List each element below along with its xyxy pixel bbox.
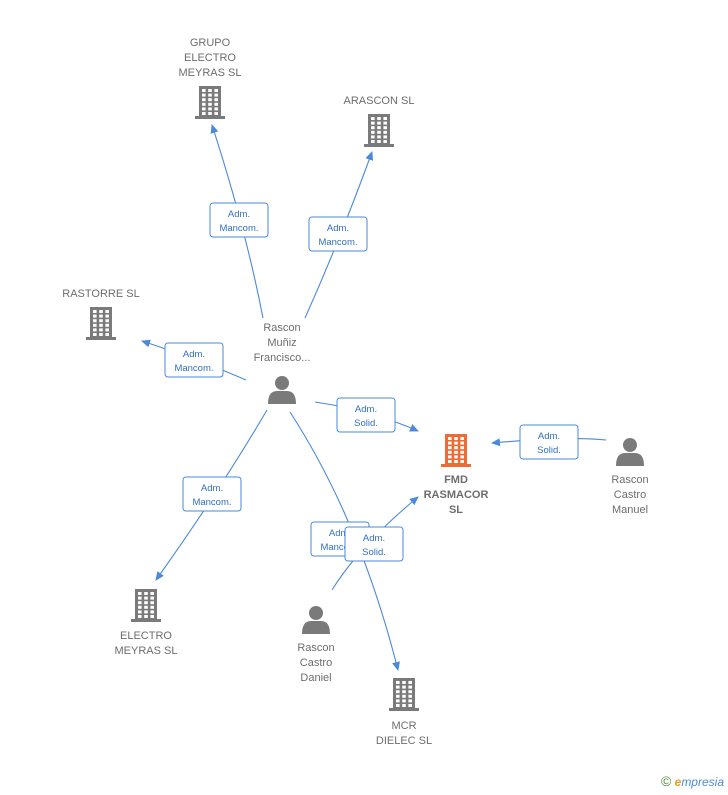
node-label: FMD [444, 474, 468, 486]
edge-label-text: Mancom. [192, 497, 231, 508]
node-label: Manuel [612, 504, 648, 516]
node-grupo[interactable]: GRUPO ELECTRO MEYRAS SL [179, 37, 242, 119]
edge-label-text: Adm. [538, 431, 560, 442]
edge-label-text: Mancom. [174, 363, 213, 374]
edge-label-text: Mancom. [318, 237, 357, 248]
node-fmd[interactable]: FMD RASMACOR SL [424, 434, 489, 516]
node-label: RASMACOR [424, 489, 489, 501]
edge-label-box [308, 216, 368, 252]
building-icon [195, 86, 225, 119]
building-icon [364, 114, 394, 147]
edge-label-e5[interactable]: Adm. Solid. [519, 424, 579, 460]
node-label: Castro [300, 657, 332, 669]
node-label: Rascon [611, 474, 648, 486]
building-icon [441, 434, 471, 467]
edge-label-text: Adm. [327, 223, 349, 234]
brand-name: mpresia [681, 775, 724, 789]
node-label: ELECTRO [120, 630, 172, 642]
edge-label-text: Adm. [228, 209, 250, 220]
node-label: Francisco... [254, 352, 311, 364]
edge-label-text: Solid. [537, 445, 561, 456]
person-icon [616, 438, 644, 466]
edge-label-e4[interactable]: Adm. Solid. [336, 397, 396, 433]
brand-initial: e [674, 775, 682, 789]
node-arascon[interactable]: ARASCON SL [344, 95, 415, 147]
node-mcr[interactable]: MCR DIELEC SL [376, 678, 432, 747]
node-rastorre[interactable]: RASTORRE SL [62, 288, 140, 340]
edge-label-e8[interactable]: Adm. Solid. [344, 526, 404, 562]
edge-label-box [209, 202, 269, 238]
node-label: RASTORRE SL [62, 288, 139, 300]
node-label: SL [449, 504, 463, 516]
building-icon [131, 589, 161, 622]
node-label: Muñiz [267, 337, 296, 349]
node-label: Castro [614, 489, 646, 501]
edge-label-text: Adm. [363, 533, 385, 544]
edge-label-text: Adm. [355, 404, 377, 415]
node-label: MCR [391, 720, 416, 732]
node-francisco[interactable]: RasconMuñizFrancisco... [254, 322, 311, 404]
person-icon [302, 606, 330, 634]
building-icon [389, 678, 419, 711]
edge-label-text: Mancom. [219, 223, 258, 234]
footer-brand[interactable]: © empresia [661, 773, 724, 789]
node-label: Rascon [263, 322, 300, 334]
edge-label-box [336, 397, 396, 433]
node-label: ARASCON SL [344, 95, 415, 107]
edge-labels-layer: Adm. Mancom. Adm. Mancom. Adm. Mancom. Adm. Sol… [164, 202, 579, 562]
edge-label-text: Adm. [183, 349, 205, 360]
node-label: Rascon [297, 642, 334, 654]
node-label: GRUPO [190, 37, 231, 49]
edge-label-e1[interactable]: Adm. Mancom. [209, 202, 269, 238]
edge-label-text: Adm. [329, 528, 351, 539]
node-label: DIELEC SL [376, 735, 432, 747]
edge-label-text: Adm. [201, 483, 223, 494]
node-label: Daniel [300, 672, 331, 684]
edge-label-box [182, 476, 242, 512]
edge-label-e6[interactable]: Adm. Mancom. [182, 476, 242, 512]
edge-label-box [164, 342, 224, 378]
node-label: MEYRAS SL [179, 67, 242, 79]
edge-label-text: Mancom. [320, 542, 359, 553]
node-electro[interactable]: ELECTRO MEYRAS SL [115, 589, 178, 657]
edge-label-text: Solid. [354, 418, 378, 429]
node-label: MEYRAS SL [115, 645, 178, 657]
copyright-symbol: © [660, 773, 672, 789]
node-label: ELECTRO [184, 52, 236, 64]
edge-label-box [519, 424, 579, 460]
edge-label-text: Solid. [362, 547, 386, 558]
edge-label-box [344, 526, 404, 562]
edge-label-e3[interactable]: Adm. Mancom. [164, 342, 224, 378]
nodes-layer: GRUPO ELECTRO MEYRAS SL ARASCON SL RASTORRE … [62, 37, 648, 747]
building-icon [86, 307, 116, 340]
person-icon [268, 376, 296, 404]
edge-label-e2[interactable]: Adm. Mancom. [308, 216, 368, 252]
